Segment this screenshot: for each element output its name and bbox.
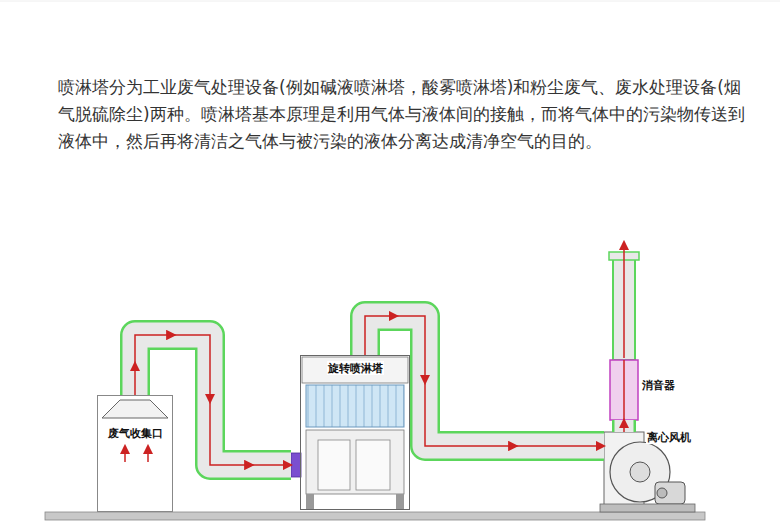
flow-arrow [209,396,211,402]
ground-bar [45,512,705,520]
node-label: 离心风机 [646,430,692,444]
duct-inner [135,335,291,465]
description-text: 喷淋塔分为工业废气处理设备(例如碱液喷淋塔，酸雾喷淋塔)和粉尘废气、废水处理设备… [58,74,748,155]
air-duct [365,316,604,446]
hood [102,400,168,418]
flow-line [365,316,604,446]
duct-inner [615,420,634,432]
flow-arrow [247,464,253,466]
spray-tower-body [291,357,408,510]
exhaust-stack [609,242,639,420]
flow-arrow [511,445,517,447]
flow-line [623,360,625,420]
duct-wall [365,316,604,446]
centrifugal-fan [600,432,695,512]
collector-box: 废气收集口 [97,395,173,512]
tower-leg [396,494,404,510]
air-duct [624,420,625,432]
duct-inner [365,316,604,446]
silencer-body [610,360,638,420]
fan-base [600,504,695,512]
duct-wall [135,335,291,465]
tower-door [318,440,350,490]
spray-tower-box: 旋转喷淋塔 [300,355,410,510]
fan-box: 离心风机 [604,430,700,510]
flow-arrow [391,315,397,317]
flow-arrow [134,363,136,369]
tower-leg [306,494,314,510]
fan-volute [610,442,670,502]
node-label: 旋转喷淋塔 [327,361,384,375]
tower-top [302,357,408,383]
outflow-arrow [623,242,625,358]
flow-line [135,335,291,465]
fan-hub [630,462,650,482]
fan-motor [655,482,685,504]
inflow-arrow [124,446,126,462]
air-duct [135,335,291,465]
flow-arrow [169,334,175,336]
motor-end [657,488,667,498]
top-rule [0,1,780,2]
tower-packing [306,385,404,427]
tower-door [356,440,390,490]
flow-line [623,420,625,432]
flow-arrow [424,377,426,383]
silencer-box: 消音器 [608,360,682,420]
inflow-arrow [147,446,149,462]
node-label: 消音器 [641,378,676,392]
collector-hood [102,400,168,462]
duct-wall [612,420,636,432]
node-label: 废气收集口 [107,426,164,440]
tower-base [306,430,404,494]
